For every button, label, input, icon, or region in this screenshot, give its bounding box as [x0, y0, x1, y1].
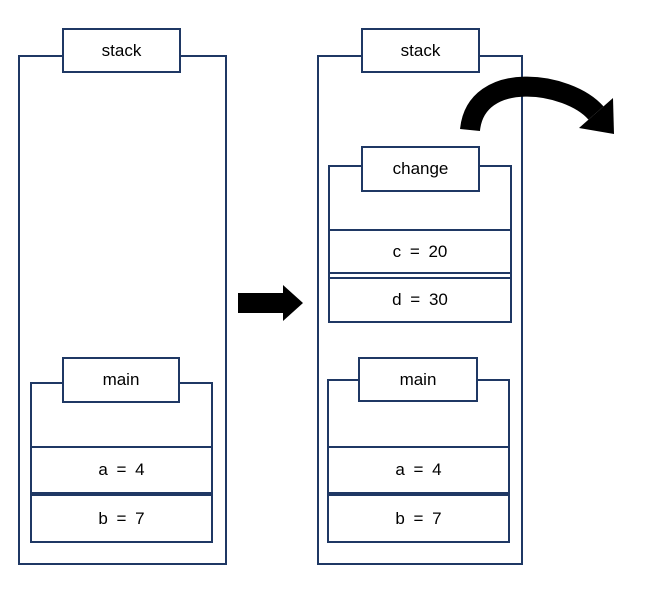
curved-return-arrow-icon	[460, 76, 614, 134]
right-arrow-icon	[238, 285, 303, 321]
right-stack-title: stack	[361, 28, 480, 73]
change-frame-title: change	[361, 146, 480, 192]
right-main-frame-title: main	[358, 357, 478, 402]
change-var-d: d = 30	[328, 277, 512, 323]
left-main-frame-title: main	[62, 357, 180, 403]
left-main-var-a: a = 4	[30, 446, 213, 494]
left-main-var-b: b = 7	[30, 494, 213, 543]
change-var-c: c = 20	[328, 229, 512, 274]
left-stack-title: stack	[62, 28, 181, 73]
right-main-var-b: b = 7	[327, 494, 510, 543]
right-main-var-a: a = 4	[327, 446, 510, 494]
